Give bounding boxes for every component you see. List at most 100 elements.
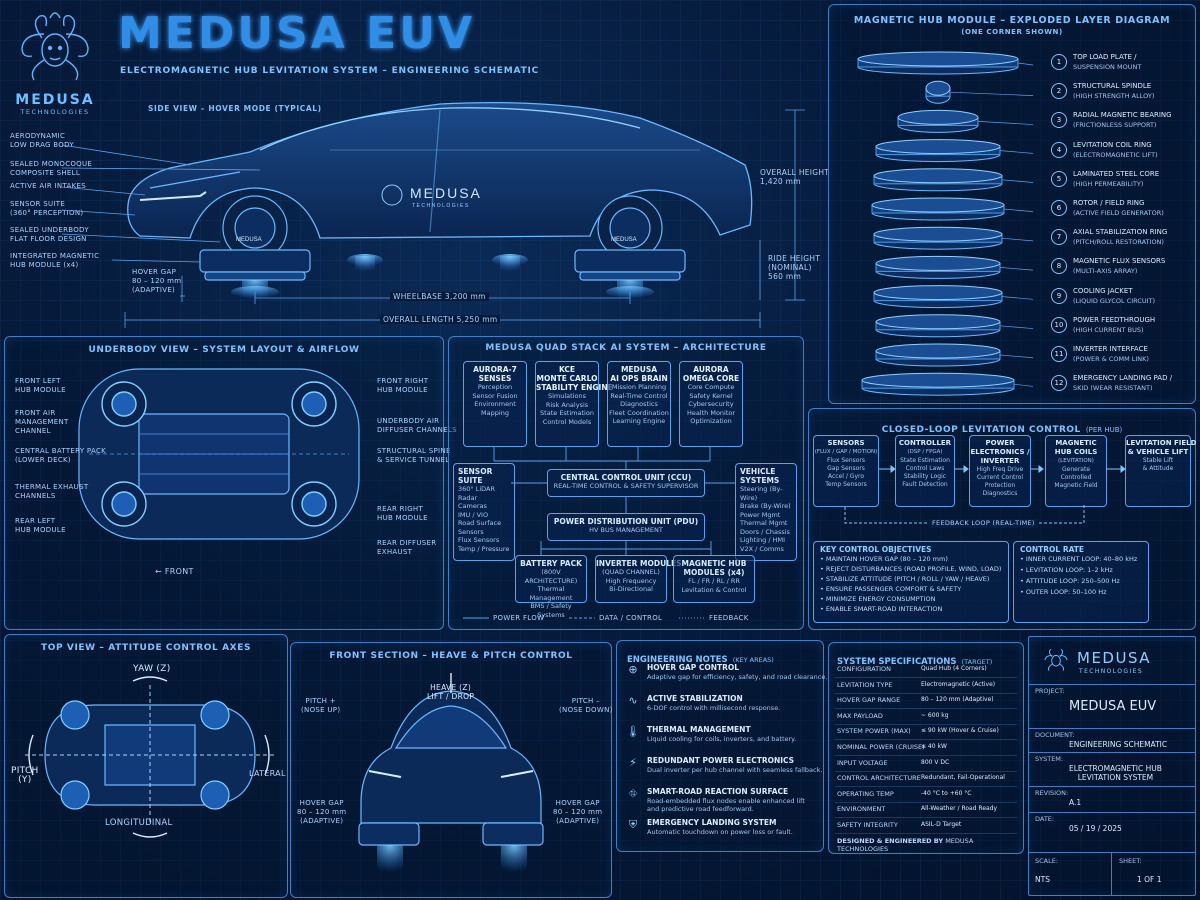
spec-divider [835,755,1017,756]
medusa-head-icon [21,12,89,81]
layer-number-badge: 2 [1051,83,1067,100]
ai-core-item: Control Models [542,417,592,426]
hub-layer-disc [873,285,1003,309]
ai-inverter-name: INVERTER MODULES [596,559,682,568]
hover-gap-label: HOVER GAP 80 – 120 mm (ADAPTIVE) [132,268,182,294]
legend-feedback: FEEDBACK [709,614,749,622]
waveform-icon: ∿ [628,694,638,707]
layer-leader-line [1001,296,1033,300]
rate-item: • ATTITUDE LOOP: 250–500 Hz [1020,576,1142,587]
front-section-title: FRONT SECTION – HEAVE & PITCH CONTROL [329,651,573,661]
ai-battery-sub: (800V ARCHITECTURE) [524,568,578,585]
objective-text: ENSURE PASSENGER COMFORT & SAFETY [825,585,962,593]
body-brand-name: MEDUSA [410,185,482,201]
control-block-item: Accel / Gyro [828,472,864,480]
ai-list-item: Brake (By-Wire) [740,502,791,510]
note-body: 6-DOF control with millisecond response. [647,704,781,712]
bullet-icon: • [820,605,826,613]
spec-value: -40 °C to +60 °C [921,789,972,797]
control-block-name: LEVITATION FIELD & VEHICLE LIFT [1126,439,1197,456]
arrow-left-icon: ← [155,567,163,576]
hub-layer-disc [857,51,1019,75]
thermometer-icon: 🌡 [626,725,640,738]
layer-name: AXIAL STABILIZATION RING [1073,228,1168,237]
layer-leader-line [999,354,1033,359]
objective-item: • STABILIZE ATTITUDE (PITCH / ROLL / YAW… [820,574,1002,584]
ai-list-item: Doors / Chassis [740,527,790,536]
side-callout: SEALED MONOCOQUE COMPOSITE SHELL [10,160,93,177]
specs-footer: DESIGNED & ENGINEERED BY MEDUSA TECHNOLO… [837,837,1023,853]
header-logo: MEDUSA TECHNOLOGIES [10,8,100,118]
body-brand-sub: TECHNOLOGIES [412,203,470,209]
layer-number-badge: 10 [1051,316,1067,333]
spec-value: Quad Hub (4 Corners) [921,665,987,672]
note-body: Dual inverter per hub channel with seaml… [647,766,823,774]
objective-text: ENABLE SMART-ROAD INTERACTION [825,605,943,613]
notes-title: ENGINEERING NOTES [627,655,728,665]
control-block-sub: (DSP / FPGA) [907,449,943,455]
ai-core-item: Risk Analysis [545,400,589,409]
control-block-item: Current Control [976,474,1024,481]
ai-list-item: Radar [458,493,478,502]
control-block-item: High Freq Drive [976,466,1024,473]
overall-height-label: OVERALL HEIGHT 1,420 mm [760,168,830,186]
spec-divider [835,786,1017,788]
yaw-label: YAW (Z) [133,664,171,674]
underbody-drawing [78,368,360,540]
ai-core-item: Simulations [547,392,586,400]
layer-name: EMERGENCY LANDING PAD / [1073,374,1173,383]
layer-number-badge: 5 [1051,170,1067,187]
spec-divider [835,723,1017,725]
ai-hubs-item: Levitation & Control [681,585,747,594]
heave-label: HEAVE (Z) LIFT / DROP [427,683,475,701]
ai-core-item: Health Monitor [686,408,736,417]
ai-inverter-box: INVERTER MODULES(QUAD CHANNEL)High Frequ… [595,555,682,603]
tb-medusa-icon [1044,648,1068,671]
side-callout: ACTIVE AIR INTAKES [10,182,86,190]
tb-scale-label: SCALE: [1035,857,1059,865]
ai-list-item: 360° LiDAR [458,485,496,493]
control-block-item: Generate [1061,465,1091,473]
control-block-sub: (FLUX / GAP / MOTION) [814,449,878,455]
side-callout: SEALED UNDERBODY FLAT FLOOR DESIGN [10,226,89,243]
rate-text: OUTER LOOP: 50–100 Hz [1025,588,1107,596]
ai-battery-item: Thermal Management [529,585,573,602]
legend-power: POWER FLOW [493,614,545,622]
layer-sub: (PITCH/ROLL RESTORATION) [1073,238,1164,247]
front-label: FRONT [164,567,194,576]
layer-sub: (ELECTROMAGNETIC LIFT) [1073,150,1158,159]
control-rate-box: CONTROL RATE • INNER CURRENT LOOP: 40–80… [1013,541,1149,623]
layer-name: INVERTER INTERFACE [1073,345,1148,353]
layer-name: LEVITATION COIL RING [1073,140,1152,149]
ai-list-item: Cameras [458,502,487,510]
ai-core-item: Safety Kernel [689,391,733,400]
control-block-name: CONTROLLER [898,439,952,447]
control-block-name: MAGNETIC HUB COILS [1054,439,1098,456]
layer-sub: SUSPENSION MOUNT [1073,63,1142,71]
spec-value: ≤ 40 kW [921,743,947,750]
ai-core-item: Sensor Fusion [472,391,518,400]
layer-name: MAGNETIC FLUX SENSORS [1073,257,1166,266]
spec-divider [835,801,1017,803]
front-section-panel: FRONT SECTION – HEAVE & PITCH CONTROL HE… [290,642,612,898]
ai-battery-box: BATTERY PACK(800V ARCHITECTURE)Thermal M… [515,555,587,619]
rate-text: LEVITATION LOOP: 1–2 kHz [1025,566,1113,574]
underbody-right-label: UNDERBODY AIR DIFFUSER CHANNELS [377,417,457,434]
ai-hubs-item: FL / FR / RL / RR [688,577,740,585]
bullet-icon: • [820,595,826,603]
ai-list-item: Power Mgmt [740,510,781,519]
rate-item: • INNER CURRENT LOOP: 40–80 kHz [1020,554,1142,565]
underbody-right-label: STRUCTURAL SPINE & SERVICE TUNNEL [377,447,451,464]
control-block-name: SENSORS [827,439,865,447]
sensor-suite-name: SENSOR SUITE [458,467,493,485]
legend-data: DATA / CONTROL [599,614,663,622]
top-view-drawing [25,676,275,838]
ai-core-item: Mission Planning [611,383,667,391]
ai-hubs-name: MAGNETIC HUB MODULES (x4) [681,559,747,577]
control-block-item: Gap Sensors [827,464,865,472]
underbody-left-label: FRONT AIR MANAGEMENT CHANNEL [15,409,69,435]
